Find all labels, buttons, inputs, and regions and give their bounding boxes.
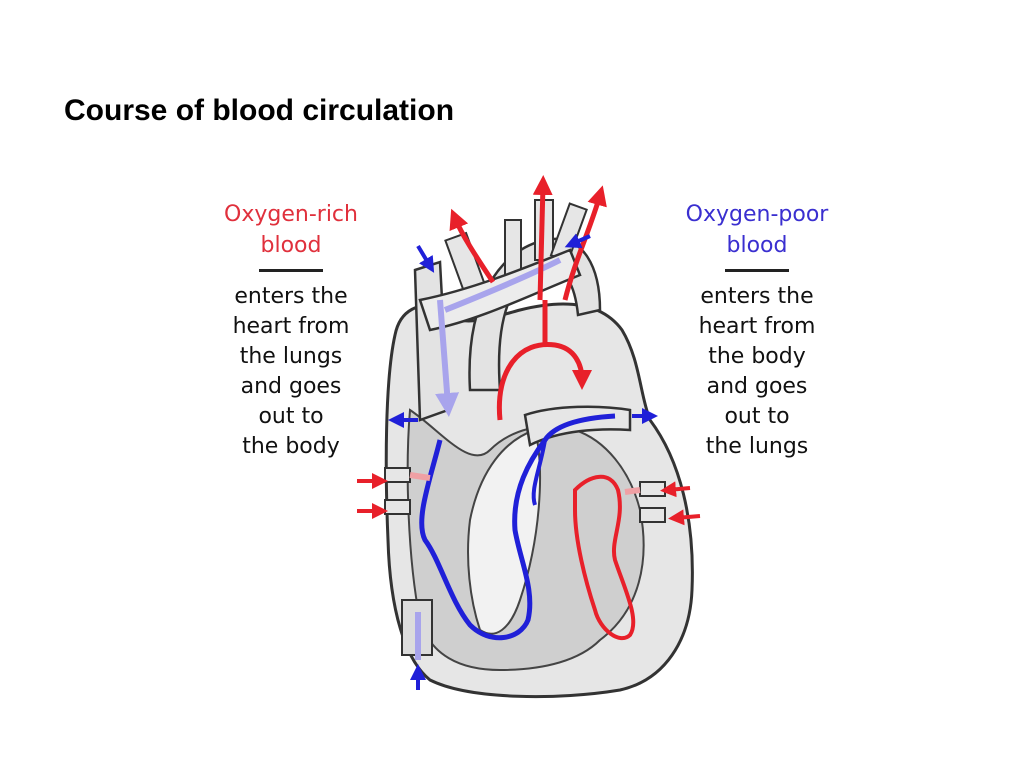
oxygen-poor-flow-path (443, 257, 562, 313)
blue-arrow (416, 244, 435, 273)
oxygen-rich-desc-line: and goes (240, 374, 342, 399)
oxygen-rich-legend: Oxygen-rich blood enters the heart from … (206, 199, 376, 462)
red-arrow (660, 481, 691, 498)
oxygen-rich-description: enters the heart from the lungs and goes… (206, 282, 376, 462)
oxygen-rich-desc-line: the lungs (239, 344, 343, 369)
oxygen-poor-desc-line: and goes (706, 374, 808, 399)
oxygen-poor-desc-line: enters the (700, 284, 814, 309)
red-arrow (668, 509, 701, 526)
oxygen-poor-flow-path (531, 439, 547, 506)
oxygen-poor-heading-line-1: Oxygen-poor (685, 202, 829, 227)
oxygen-poor-description: enters the heart from the body and goes … (672, 282, 842, 462)
oxygen-poor-legend: Oxygen-poor blood enters the heart from … (672, 199, 842, 462)
oxygen-poor-heading-line-2: blood (726, 233, 788, 258)
pulmonary-vein-stub (639, 481, 666, 497)
legend-divider (259, 269, 323, 272)
oxygen-poor-desc-line: the lungs (705, 434, 809, 459)
oxygen-poor-desc-line: heart from (698, 314, 816, 339)
oxygen-rich-flow-path (409, 472, 431, 481)
oxygen-rich-desc-line: out to (258, 404, 324, 429)
pulmonary-vein-stub (384, 467, 411, 483)
oxygen-poor-desc-line: out to (724, 404, 790, 429)
blue-arrow (564, 233, 591, 249)
oxygen-rich-desc-line: enters the (234, 284, 348, 309)
oxygen-rich-flow-path (624, 487, 641, 495)
oxygen-rich-desc-line: heart from (232, 314, 350, 339)
oxygen-poor-flow-path (435, 299, 460, 417)
oxygen-rich-desc-line: the body (242, 434, 340, 459)
oxygen-rich-heading-line-2: blood (260, 233, 322, 258)
legend-divider (725, 269, 789, 272)
oxygen-rich-heading-line-1: Oxygen-rich (224, 202, 358, 227)
pulmonary-vein-stub (384, 499, 411, 515)
oxygen-rich-flow-path (449, 208, 496, 284)
oxygen-rich-flow-path (532, 175, 553, 301)
oxygen-rich-flow-path (573, 474, 636, 641)
slide-title: Course of blood circulation (64, 94, 455, 127)
oxygen-poor-desc-line: the body (708, 344, 806, 369)
pulmonary-vein-stub (639, 507, 666, 523)
